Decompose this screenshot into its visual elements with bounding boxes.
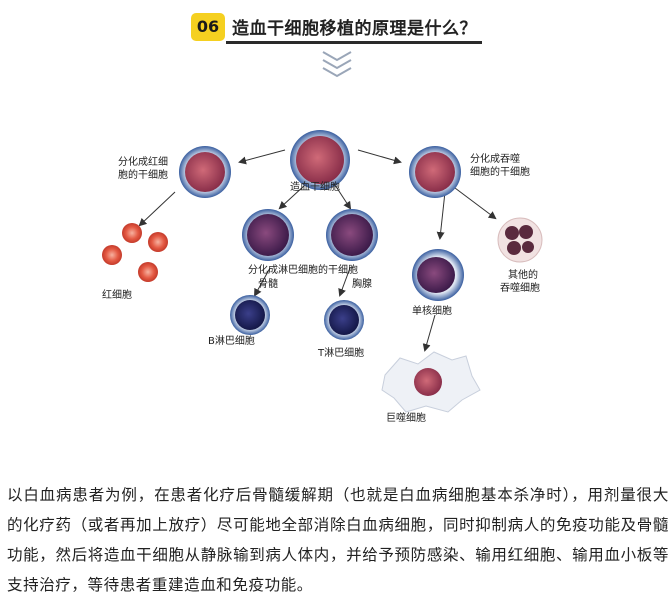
rbc-label: 红细胞 — [102, 288, 132, 301]
red-blood-cells — [102, 223, 168, 282]
thymus-label: 胸腺 — [352, 277, 372, 290]
bone-marrow-label: 骨髓 — [258, 277, 278, 290]
section-title: 造血干细胞移植的原理是什么？ — [232, 19, 477, 39]
t-cell-label: T淋巴细胞 — [317, 346, 364, 359]
rbc-progenitor-label-1: 分化成红细 — [118, 155, 168, 168]
hsc-label: 造血干细胞 — [290, 180, 340, 193]
lymphoid-progenitor-cell-1 — [242, 209, 294, 261]
section-number-badge: 06 — [191, 13, 225, 41]
monocyte-cell — [412, 249, 464, 301]
other-phagocyte-label-2: 吞噬细胞 — [500, 281, 540, 294]
hematopoietic-stem-cell — [290, 130, 350, 190]
lymph-progenitor-label: 分化成淋巴细胞的干细胞 — [248, 263, 358, 276]
diagram-arrows — [138, 149, 497, 352]
rbc-progenitor-label-2: 胞的干细胞 — [118, 168, 168, 181]
macrophage-cell — [381, 351, 481, 413]
other-phagocyte-cell — [497, 217, 543, 263]
myeloid-progenitor-label-2: 细胞的干细胞 — [470, 165, 530, 178]
other-phagocyte-label-1: 其他的 — [508, 268, 538, 281]
myeloid-progenitor-cell — [409, 146, 461, 198]
hematopoiesis-diagram: 造血干细胞 分化成红细 胞的干细胞 分化成吞噬 细胞的干细胞 分化成淋巴细胞的干… — [102, 130, 543, 424]
b-lymphocyte-cell — [230, 295, 270, 335]
section-header: 06 造血干细胞移植的原理是什么？ — [0, 0, 672, 90]
body-paragraph: 以白血病患者为例，在患者化疗后骨髓缓解期（也就是白血病细胞基本杀净时），用剂量很… — [7, 486, 669, 594]
b-cell-label: B淋巴细胞 — [208, 334, 255, 347]
monocyte-label: 单核细胞 — [412, 304, 452, 317]
lymphoid-progenitor-cell-2 — [326, 209, 378, 261]
t-lymphocyte-cell — [324, 300, 364, 340]
macrophage-label: 巨噬细胞 — [386, 411, 426, 424]
chevron-down-icon — [322, 51, 352, 78]
rbc-progenitor-cell — [179, 146, 231, 198]
title-underline — [226, 41, 482, 44]
myeloid-progenitor-label-1: 分化成吞噬 — [470, 152, 520, 165]
